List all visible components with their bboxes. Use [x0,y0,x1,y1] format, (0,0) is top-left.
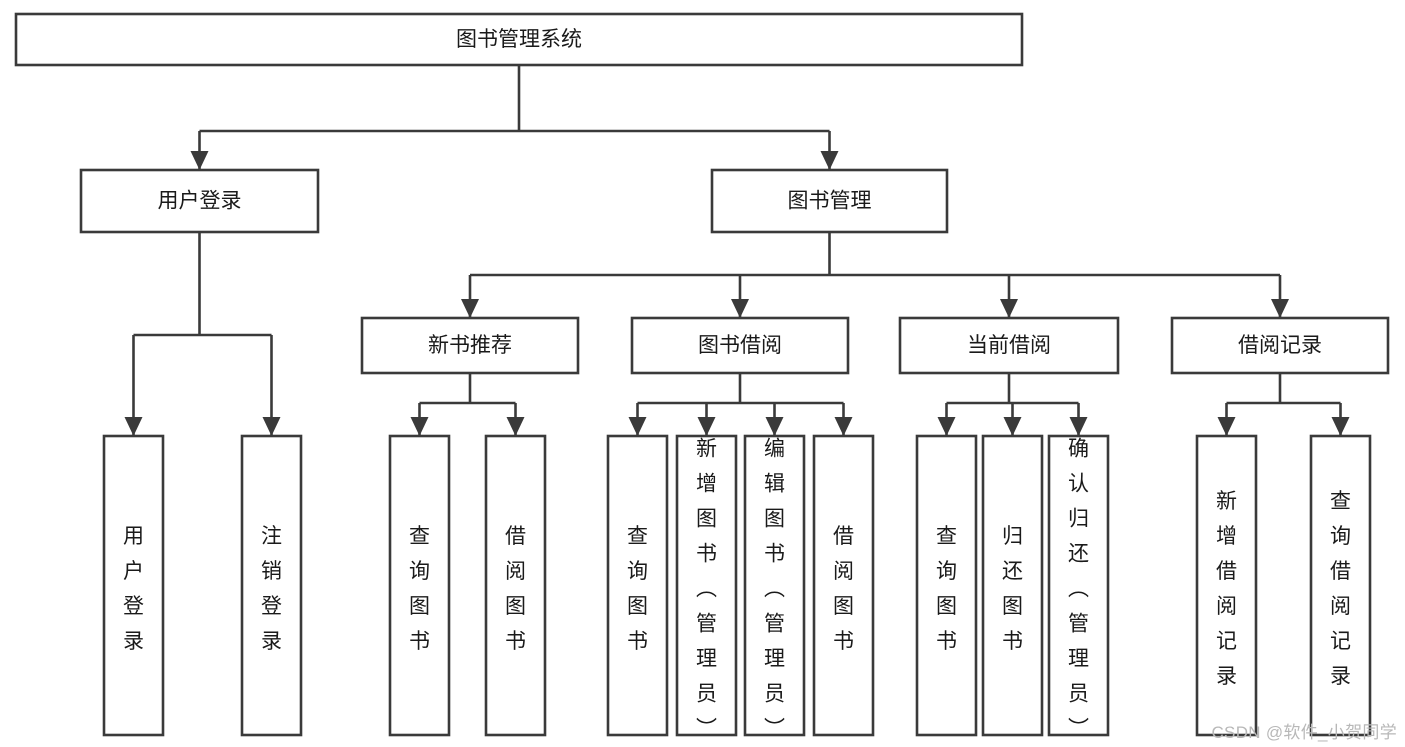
node-box-leaf-user-login [102,434,165,737]
node-leaf-user-logout[interactable]: 注销登录 [240,434,303,737]
arrow-head-icon-leaf-query-book-rec [410,417,429,436]
node-label-borrow-record: 借阅记录 [1238,334,1322,357]
arrow-head-icon-leaf-add-book [697,417,716,436]
arrow-head-icon-leaf-borrow-book [834,417,853,436]
csdn-watermark: CSDN @软件_小贺同学 [1211,723,1397,742]
node-box-leaf-user-logout [240,434,303,737]
node-leaf-query-book-rec[interactable]: 查询图书 [388,434,451,737]
node-label-leaf-user-logout: 注销登录 [261,525,282,653]
node-user-login[interactable]: 用户登录 [79,168,320,234]
node-label-leaf-query-record: 查询借阅记录 [1330,490,1351,688]
node-leaf-add-book[interactable]: 新增图书︵管理员︶ [675,434,738,740]
node-box-leaf-query-book-rec [388,434,451,737]
node-label-leaf-add-record: 新增借阅记录 [1216,490,1237,688]
node-label-leaf-user-login: 用户登录 [123,525,144,653]
node-leaf-query-book-borrow[interactable]: 查询图书 [606,434,669,737]
node-label-leaf-return-book: 归还图书 [1002,525,1023,653]
arrow-head-icon-leaf-query-record [1331,417,1350,436]
node-label-leaf-add-book: 新增图书︵管理员︶ [696,437,717,740]
node-label-root: 图书管理系统 [456,28,582,51]
arrow-head-icon-leaf-add-record [1217,417,1236,436]
node-box-leaf-add-record [1195,434,1258,737]
node-box-borrow-record [1170,316,1390,375]
node-current-borrow[interactable]: 当前借阅 [898,316,1120,375]
node-leaf-confirm-return[interactable]: 确认归还︵管理员︶ [1047,434,1110,740]
arrow-head-icon-leaf-query-book-borrow [628,417,647,436]
node-book-admin[interactable]: 图书管理 [710,168,949,234]
node-label-book-admin: 图书管理 [788,190,872,213]
arrow-head-icon-leaf-return-book [1003,417,1022,436]
arrow-head-icon-leaf-user-login [124,417,143,436]
node-borrow-record[interactable]: 借阅记录 [1170,316,1390,375]
node-box-current-borrow [898,316,1120,375]
node-label-current-borrow: 当前借阅 [967,334,1051,357]
node-box-leaf-query-record [1309,434,1372,737]
node-new-book-rec[interactable]: 新书推荐 [360,316,580,375]
node-leaf-add-record[interactable]: 新增借阅记录 [1195,434,1258,737]
node-label-leaf-query-book-rec: 查询图书 [409,525,430,653]
node-label-user-login: 用户登录 [158,190,242,213]
node-label-leaf-borrow-book-rec: 借阅图书 [505,525,526,653]
node-box-book-admin [710,168,949,234]
node-box-new-book-rec [360,316,580,375]
node-box-leaf-add-book [675,434,738,737]
node-box-leaf-confirm-return [1047,434,1110,737]
node-leaf-query-record[interactable]: 查询借阅记录 [1309,434,1372,737]
node-leaf-return-book[interactable]: 归还图书 [981,434,1044,737]
arrow-head-icon-borrow-record [1271,299,1289,318]
connectors-layer [124,65,1350,436]
node-label-leaf-confirm-return: 确认归还︵管理员︶ [1068,437,1089,740]
node-box-leaf-edit-book [743,434,806,737]
node-box-book-borrow [630,316,850,375]
node-leaf-borrow-book-rec[interactable]: 借阅图书 [484,434,547,737]
node-label-leaf-query-book-cur: 查询图书 [936,525,957,653]
node-leaf-edit-book[interactable]: 编辑图书︵管理员︶ [743,434,806,740]
node-label-leaf-borrow-book: 借阅图书 [833,525,854,653]
node-root[interactable]: 图书管理系统 [14,12,1024,67]
arrow-head-icon-leaf-query-book-cur [937,417,956,436]
nodes-layer: 图书管理系统用户登录图书管理新书推荐图书借阅当前借阅借阅记录用户登录注销登录查询… [14,12,1390,740]
arrow-head-icon-leaf-edit-book [765,417,784,436]
node-box-leaf-return-book [981,434,1044,737]
arrow-head-icon-leaf-user-logout [262,417,281,436]
node-box-user-login [79,168,320,234]
node-box-leaf-query-book-cur [915,434,978,737]
node-book-borrow[interactable]: 图书借阅 [630,316,850,375]
arrow-head-icon-user-login [190,151,209,170]
node-box-leaf-query-book-borrow [606,434,669,737]
node-leaf-query-book-cur[interactable]: 查询图书 [915,434,978,737]
arrow-head-icon-book-admin [820,151,839,170]
arrow-head-icon-current-borrow [1000,299,1018,318]
arrow-head-icon-new-book-rec [461,299,479,318]
node-leaf-borrow-book[interactable]: 借阅图书 [812,434,875,737]
node-box-leaf-borrow-book-rec [484,434,547,737]
node-label-leaf-query-book-borrow: 查询图书 [627,525,648,653]
arrow-head-icon-leaf-borrow-book-rec [506,417,525,436]
node-box-leaf-borrow-book [812,434,875,737]
node-label-leaf-edit-book: 编辑图书︵管理员︶ [764,437,785,740]
arrow-head-icon-book-borrow [731,299,749,318]
node-label-new-book-rec: 新书推荐 [428,334,512,357]
node-box-root [14,12,1024,67]
node-leaf-user-login[interactable]: 用户登录 [102,434,165,737]
node-label-book-borrow: 图书借阅 [698,334,782,357]
arrow-head-icon-leaf-confirm-return [1069,417,1088,436]
